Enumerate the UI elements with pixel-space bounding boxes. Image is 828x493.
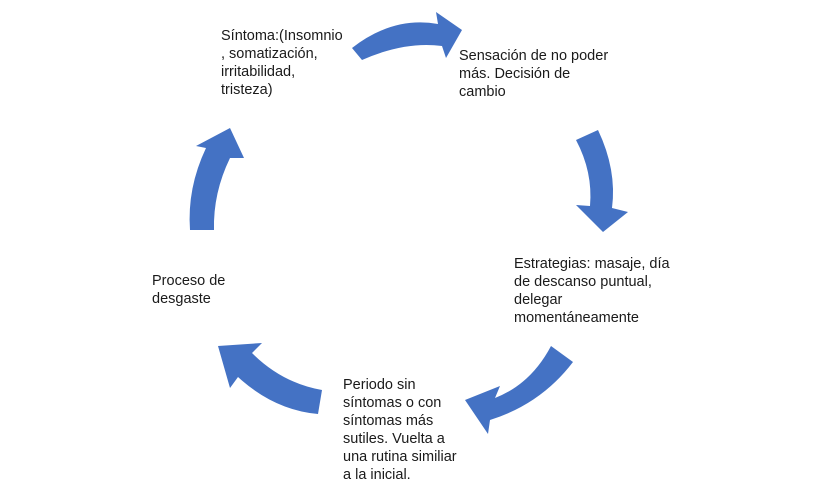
node-periodo: Periodo sin síntomas o con síntomas más … [343, 377, 457, 483]
arrow-sensacion-to-estrategias [576, 130, 628, 232]
node-estrategias: Estrategias: masaje, día de descanso pun… [514, 256, 670, 326]
arrow-proceso-to-sintoma [189, 128, 244, 230]
arrow-periodo-to-proceso [218, 343, 322, 414]
node-sintoma: Síntoma:(Insomnio , somatización, irrita… [221, 28, 343, 98]
curved-arrow-icon [218, 343, 322, 414]
curved-arrow-icon [352, 12, 462, 60]
arrow-sintoma-to-sensacion [352, 12, 462, 60]
curved-arrow-icon [576, 130, 628, 232]
node-sensacion: Sensación de no poder más. Decisión de c… [459, 48, 609, 100]
curved-arrow-icon [189, 128, 244, 230]
node-proceso: Proceso de desgaste [152, 273, 226, 307]
arrow-estrategias-to-periodo [465, 346, 573, 434]
curved-arrow-icon [465, 346, 573, 434]
